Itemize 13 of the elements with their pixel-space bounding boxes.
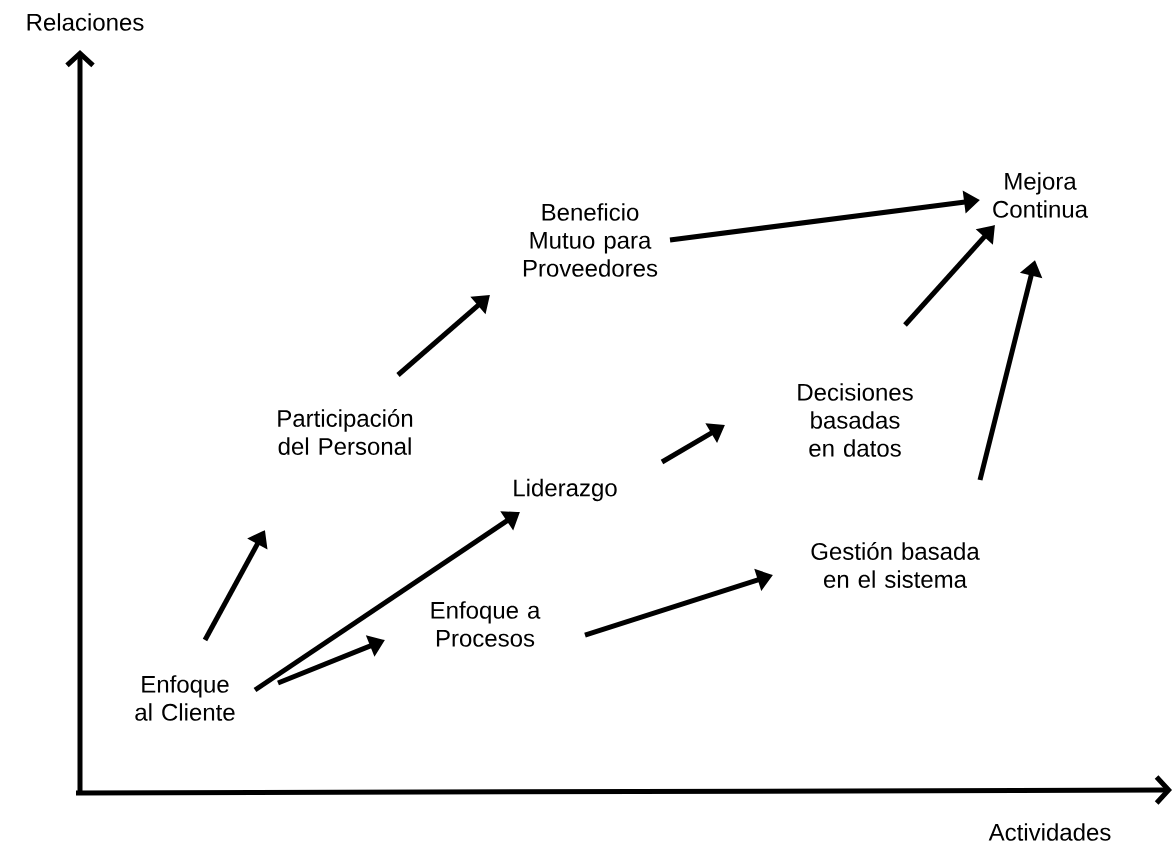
arrow [903,225,995,327]
node-label: Gestión basada en el sistema [811,542,980,588]
node-label: Beneficio Mutuo para Proveedores [523,203,658,277]
arrow [396,295,490,377]
arrow [253,511,520,693]
axis-label: Relaciones [27,13,144,31]
node-label: Enfoque al Cliente [135,675,235,721]
node-label: Decisiones basadas en datos [798,383,913,457]
node-label: Enfoque a Procesos [431,601,541,647]
node-label: Mejora Continua [993,172,1089,218]
node-label: Participación del Personal [278,409,413,455]
axis-label: Actividades [988,823,1111,841]
node-label: Liderazgo [514,478,617,502]
